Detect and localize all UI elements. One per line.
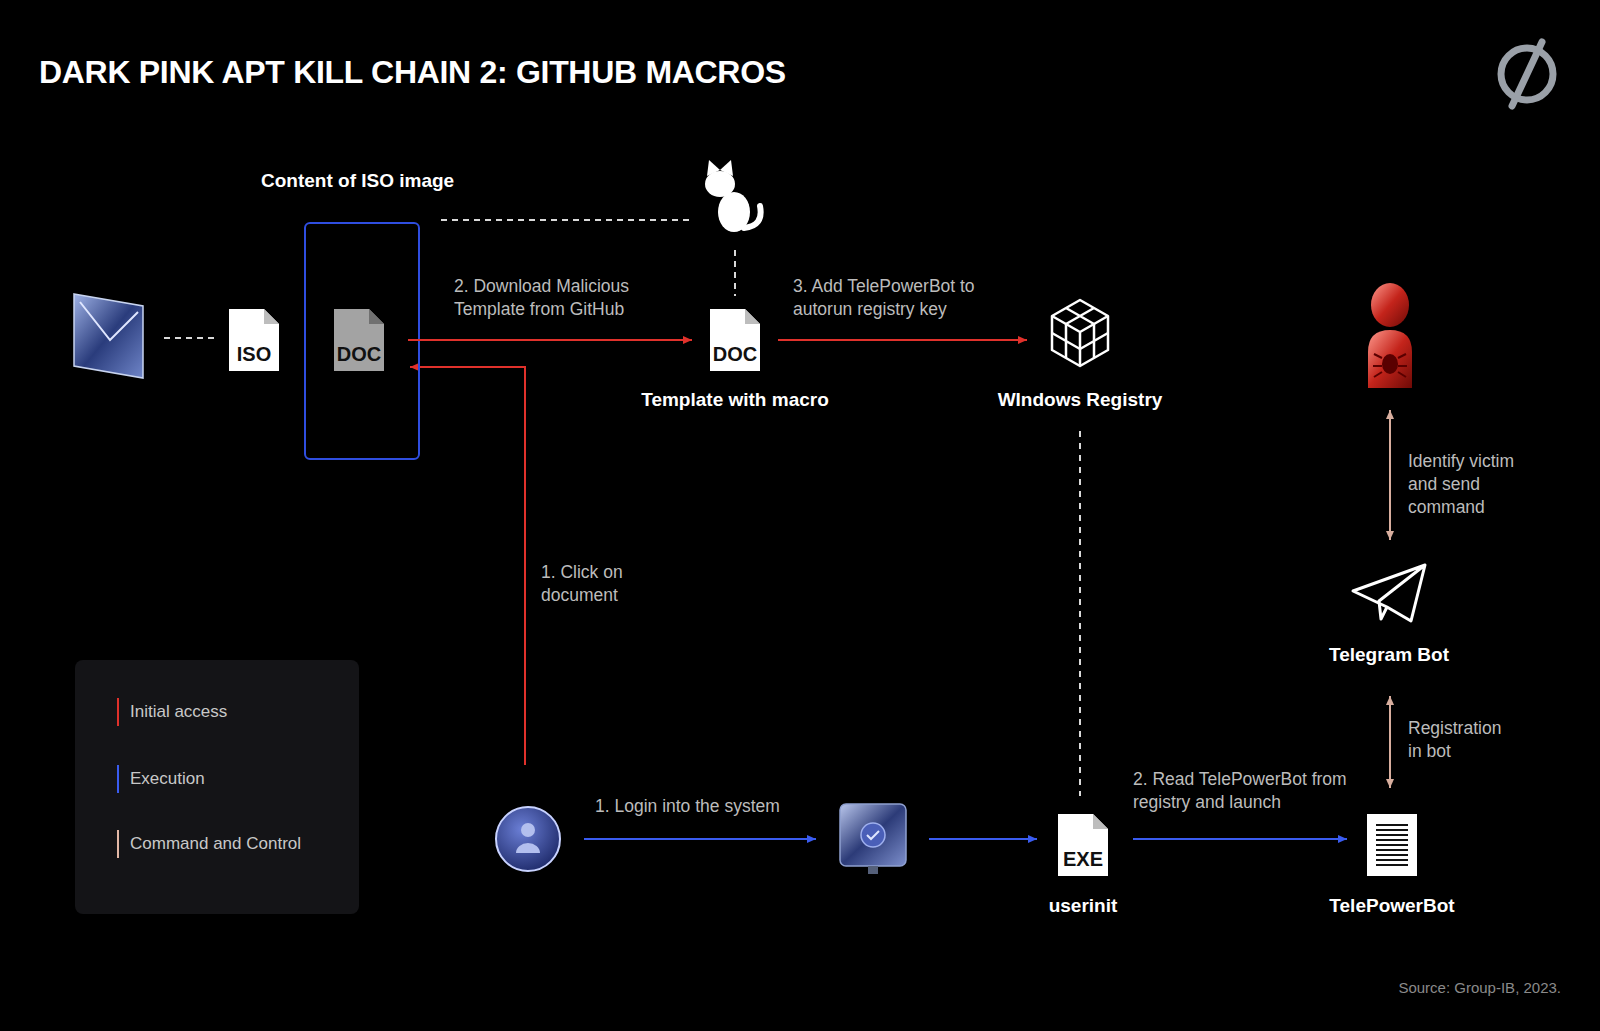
step-label: 1. Login into the system — [595, 795, 835, 818]
node-label: WIndows Registry — [998, 388, 1163, 411]
node-label: TelePowerBot — [1329, 894, 1454, 917]
file-type-label: EXE — [1057, 848, 1109, 870]
legend-label: Initial access — [130, 701, 227, 723]
command-control-arrow — [1389, 410, 1391, 540]
dashed-link — [441, 219, 694, 221]
file-type-label: DOC — [333, 343, 385, 365]
computer-icon — [861, 823, 885, 847]
connector — [778, 339, 1027, 341]
edge-label: Registration in bot — [1408, 717, 1518, 763]
file-text-line — [1376, 864, 1408, 866]
connector — [408, 339, 692, 341]
file-shape — [334, 309, 384, 371]
file-text-line — [1376, 829, 1408, 831]
file-text-line — [1376, 849, 1408, 851]
edge-label: 2. Read TelePowerBot from registry and l… — [1133, 768, 1358, 814]
execution-arrow — [929, 838, 1037, 840]
dashed-link — [734, 250, 736, 296]
file-text-line — [1376, 859, 1408, 861]
icon-outline — [1366, 813, 1418, 877]
github-cat-icon — [705, 160, 761, 232]
user-icon — [516, 843, 540, 853]
file-fold — [369, 309, 384, 324]
user-icon — [496, 807, 560, 871]
legend-swatch — [117, 830, 119, 858]
registry-cube-line — [1052, 324, 1080, 358]
legend-swatch — [117, 698, 119, 726]
node-label: Telegram Bot — [1329, 643, 1449, 666]
template-doc-icon: DOCTemplate with macro — [709, 308, 761, 372]
attacker-icon — [1368, 330, 1412, 388]
logo-mark — [1501, 42, 1553, 106]
file-text-line — [1376, 844, 1408, 846]
connector — [1079, 431, 1081, 796]
telepowerbot-icon: TelePowerBot — [1366, 813, 1418, 877]
logo-mark — [1512, 42, 1542, 106]
iso-container: DOCContent of ISO image — [304, 222, 420, 460]
execution-arrow — [584, 838, 816, 840]
registry-cube-line — [1052, 300, 1108, 366]
attacker-icon — [1382, 354, 1398, 374]
file-text-line — [1376, 834, 1408, 836]
registry-cube-line — [1052, 316, 1108, 366]
user-icon — [521, 823, 535, 837]
registry-cube-line — [1066, 308, 1094, 324]
legend-label: Command and Control — [130, 833, 301, 855]
connector — [1133, 838, 1347, 840]
legend-label: Execution — [130, 768, 205, 790]
computer-icon — [868, 866, 878, 874]
file-fold — [1093, 814, 1108, 829]
legend-swatch — [117, 765, 119, 793]
iso-file-icon: ISO — [228, 308, 280, 372]
registry-icon: WIndows Registry — [1046, 298, 1114, 368]
container-heading: Content of ISO image — [261, 169, 454, 192]
doc-file-icon: DOC — [333, 308, 385, 372]
exe-file-icon: EXEuserinit — [1057, 813, 1109, 877]
file-fold — [264, 309, 279, 324]
initial-access-arrow — [410, 367, 525, 765]
icon-outline — [1046, 298, 1114, 368]
file-shape — [229, 309, 279, 371]
step-label: Identify victim and send command — [1408, 450, 1548, 519]
file-fold — [745, 309, 760, 324]
computer-icon — [867, 831, 879, 839]
file-type-label: DOC — [709, 343, 761, 365]
source-caption: Source: Group-IB, 2023. — [1398, 979, 1561, 996]
paper-plane — [1353, 565, 1425, 621]
computer-icon — [840, 804, 906, 866]
email-icon — [74, 294, 143, 378]
email-icon — [80, 302, 138, 340]
email-icon — [74, 294, 143, 378]
file-text-line — [1376, 824, 1408, 826]
telegram-bot-icon: Telegram Bot — [1349, 561, 1429, 625]
legend-panel — [75, 660, 359, 914]
file-shape — [710, 309, 760, 371]
file-shape — [1058, 814, 1108, 876]
dashed-link — [164, 337, 214, 339]
registry-cube-line — [1080, 324, 1108, 358]
file-type-label: ISO — [228, 343, 280, 365]
icon-outline — [1349, 561, 1429, 625]
edge-label: 3. Add TelePowerBot to autorun registry … — [793, 275, 993, 321]
diagram-title: DARK PINK APT KILL CHAIN 2: GITHUB MACRO… — [39, 54, 786, 91]
file-shape — [1367, 814, 1417, 876]
attacker-icon — [1368, 283, 1412, 388]
github-cat-icon — [744, 206, 761, 228]
node-label: Template with macro — [641, 388, 829, 411]
connector — [1389, 696, 1391, 788]
edge-label: 2. Download Malicious Template from GitH… — [454, 275, 659, 321]
step-label: 1. Click on document — [541, 561, 641, 607]
node-label: userinit — [1049, 894, 1118, 917]
computer-icon — [840, 804, 906, 874]
user-icon — [496, 807, 560, 871]
file-text-line — [1376, 839, 1408, 841]
attacker-icon — [1373, 354, 1407, 377]
file-text-line — [1376, 854, 1408, 856]
attacker-icon — [1371, 283, 1409, 327]
